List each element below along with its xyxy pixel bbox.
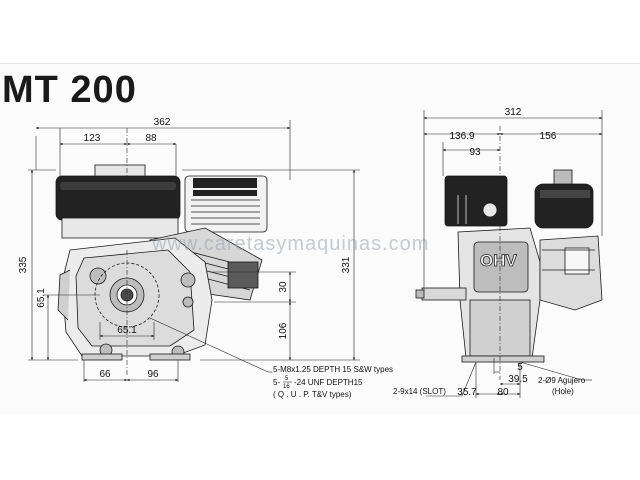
dim-base-width: 80 — [497, 387, 509, 398]
dim-right-height: 331 — [341, 256, 352, 273]
dim-center-offset: 88 — [145, 133, 157, 144]
dim-lower-right-height: 106 — [278, 322, 289, 339]
side-air-filter — [444, 175, 508, 227]
note-fraction-numerator: 5 — [285, 376, 289, 382]
dim-shaft-height: 65.1 — [36, 288, 47, 308]
header-divider — [0, 63, 640, 64]
side-crankcase — [457, 227, 603, 359]
note-thread-prefix: 5- — [273, 378, 280, 387]
side-pto-shaft — [415, 287, 467, 301]
dim-overall-width-left: 362 — [154, 117, 171, 128]
air-filter — [55, 164, 181, 239]
dim-right-width: 156 — [540, 131, 557, 142]
dim-left-width: 136.9 — [449, 131, 474, 142]
dim-offset-b: 35.7 — [457, 387, 477, 398]
ohv-emblem: OHV — [480, 251, 518, 270]
dim-upper-right-height: 30 — [278, 281, 289, 293]
note-fraction-denominator: 16 — [283, 384, 290, 390]
note-slot: 2-9x14 (SLOT) — [393, 387, 446, 396]
fuel-tank — [184, 175, 268, 233]
note-thread-unf: -24 UNF DEPTH15 — [294, 378, 363, 387]
right-engine-view — [415, 169, 603, 363]
note-thread-sw: 5-M8x1.25 DEPTH 15 S&W types — [273, 365, 393, 374]
watermark: www.caretasymaquinas.com — [151, 233, 429, 255]
left-engine-view — [55, 164, 268, 361]
note-thread-types: ( Q . U . P. T&V types) — [273, 390, 352, 399]
model-title: MT 200 — [2, 69, 137, 111]
dim-left-offset: 123 — [84, 133, 101, 144]
dim-center-width: 93 — [469, 147, 481, 158]
left-dimension-lines — [28, 120, 360, 382]
dim-base-left: 66 — [99, 369, 111, 380]
dim-overall-width-right: 312 — [505, 107, 522, 118]
right-dimension-lines — [423, 110, 603, 398]
dim-offset-a: 39.5 — [508, 374, 528, 385]
side-fuel-tank — [534, 169, 594, 229]
dim-overall-height-left: 335 — [18, 256, 29, 273]
note-hole-en: (Hole) — [552, 387, 574, 396]
note-hole: 2-Ø9 Agujero — [538, 376, 586, 385]
dim-bolt-circle: 65.1 — [117, 325, 137, 336]
dim-small-offset: 5 — [517, 362, 523, 373]
dim-base-right: 96 — [147, 369, 159, 380]
